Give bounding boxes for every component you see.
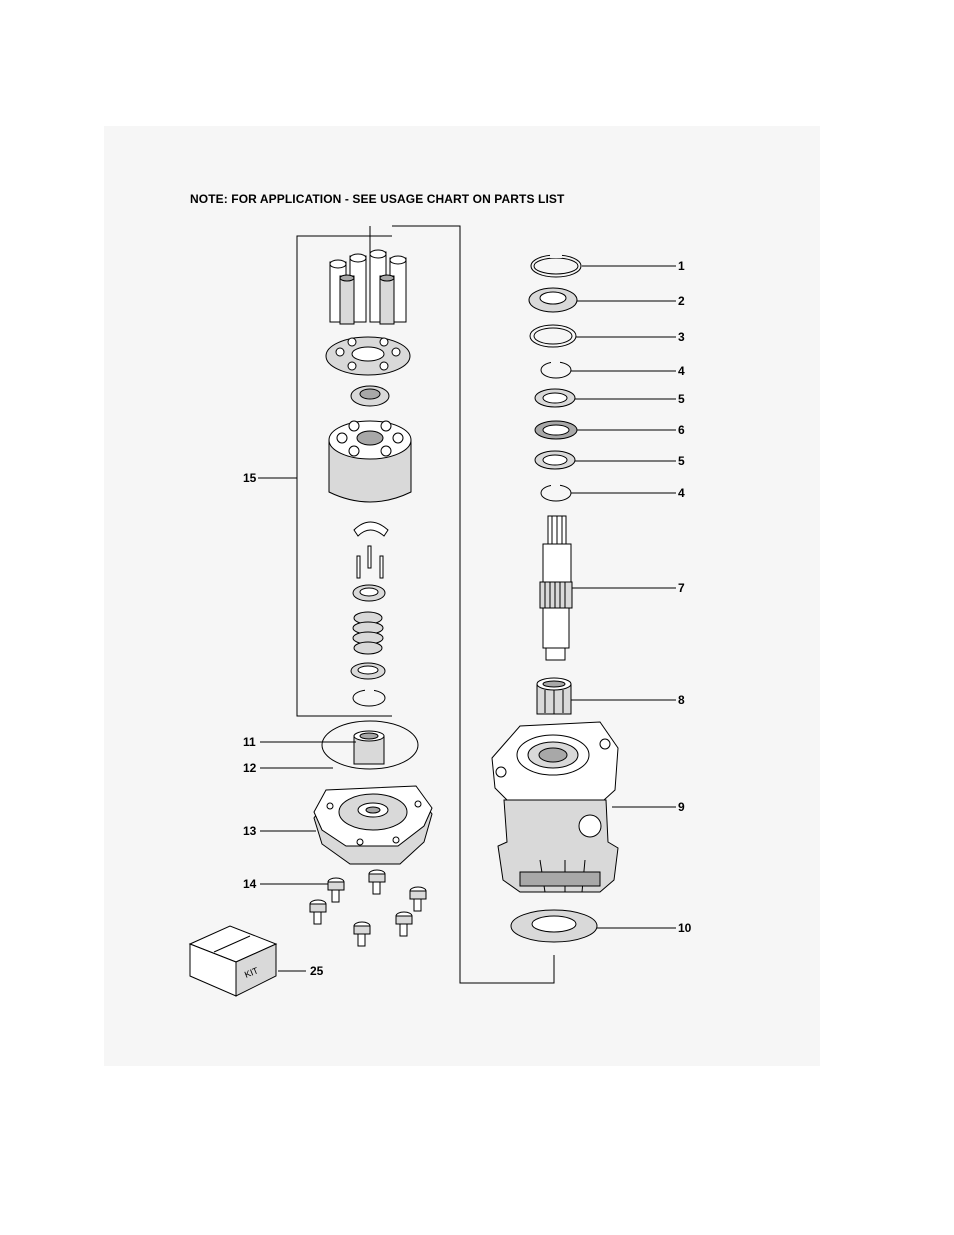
part-3-ring bbox=[530, 325, 576, 347]
callout-14: 14 bbox=[243, 877, 257, 891]
callout-12: 12 bbox=[243, 761, 257, 775]
part-13-end-cap bbox=[314, 786, 432, 864]
part-15-snap-ring bbox=[353, 687, 385, 706]
part-15-spring-clip bbox=[354, 522, 388, 536]
callout-8: 8 bbox=[678, 693, 685, 707]
part-14-bolts bbox=[310, 870, 426, 946]
part-11-bushing bbox=[354, 731, 384, 764]
callout-2: 2 bbox=[678, 294, 685, 308]
callout-4-upper: 4 bbox=[678, 364, 685, 378]
part-6-thrust-bearing bbox=[535, 421, 577, 439]
part-7-drive-shaft bbox=[540, 516, 572, 660]
callout-4-lower: 4 bbox=[678, 486, 685, 500]
callout-6: 6 bbox=[678, 423, 685, 437]
part-2-seal bbox=[529, 288, 577, 312]
callout-1: 1 bbox=[678, 259, 685, 273]
callout-11: 11 bbox=[243, 735, 256, 749]
callout-9: 9 bbox=[678, 800, 685, 814]
part-9-housing bbox=[492, 722, 618, 892]
part-8-bearing bbox=[537, 678, 571, 714]
part-5-washer-upper bbox=[535, 389, 575, 407]
part-15-retainer-plate bbox=[326, 337, 410, 375]
part-15-pins bbox=[357, 546, 383, 578]
callout-7: 7 bbox=[678, 581, 685, 595]
part-15-spring bbox=[353, 612, 383, 654]
callout-labels: 1 2 3 4 5 6 5 4 7 8 9 10 15 11 12 13 14 … bbox=[243, 259, 692, 978]
callout-3: 3 bbox=[678, 330, 685, 344]
callout-13: 13 bbox=[243, 824, 257, 838]
part-1-retaining-ring bbox=[531, 252, 581, 277]
part-10-thrust-washer bbox=[511, 910, 597, 942]
part-15-washer-upper bbox=[353, 585, 385, 601]
callout-15: 15 bbox=[243, 471, 257, 485]
part-15-ball-guide bbox=[351, 386, 389, 406]
part-25-kit-box: KIT bbox=[190, 926, 276, 996]
part-4-snap-ring-upper bbox=[541, 358, 571, 378]
callout-25: 25 bbox=[310, 964, 324, 978]
part-15-washer-lower bbox=[351, 663, 385, 679]
callout-10: 10 bbox=[678, 921, 692, 935]
callout-5-lower: 5 bbox=[678, 454, 685, 468]
callout-5-upper: 5 bbox=[678, 392, 685, 406]
part-15-cylinder-block bbox=[329, 421, 411, 502]
part-4-snap-ring-lower bbox=[541, 481, 571, 501]
part-15-pistons bbox=[330, 250, 406, 324]
part-5-washer-lower bbox=[535, 451, 575, 469]
